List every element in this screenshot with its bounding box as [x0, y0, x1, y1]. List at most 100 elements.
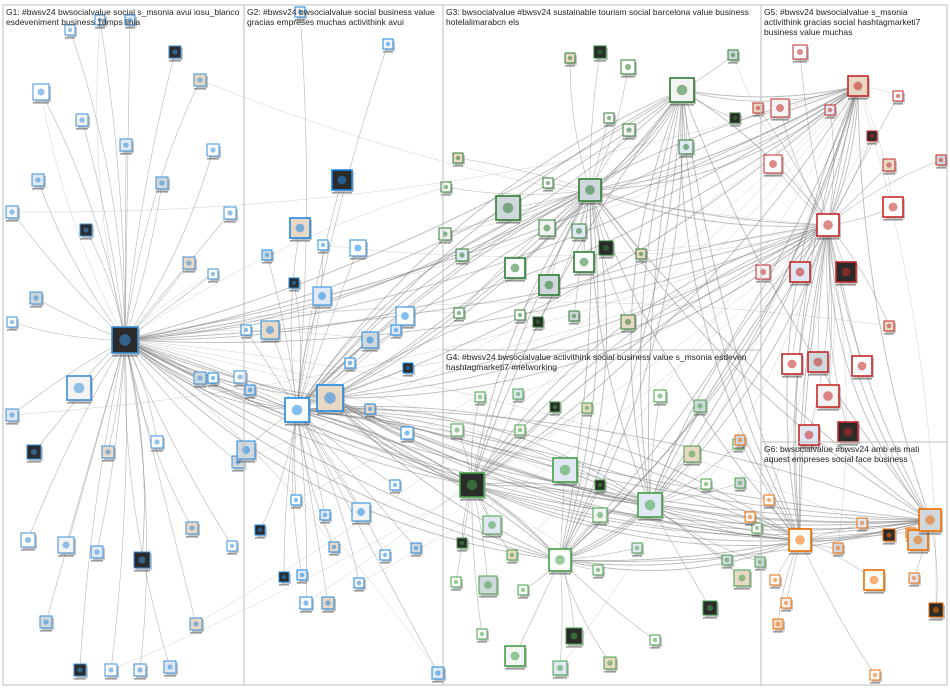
- graph-node: [362, 332, 380, 352]
- graph-node: [183, 257, 197, 273]
- graph-node: [439, 228, 453, 244]
- graph-node: [32, 174, 46, 190]
- group-label-g2: G2: #bwsv24 bwsocialvalue social busines…: [247, 7, 441, 27]
- graph-hub-node: [670, 78, 696, 106]
- graph-node: [496, 196, 522, 224]
- graph-node: [684, 446, 702, 466]
- graph-node: [505, 258, 527, 282]
- graph-hub-node: [317, 385, 345, 415]
- graph-node: [300, 597, 314, 613]
- graph-node: [553, 661, 569, 679]
- graph-hub-node: [848, 76, 870, 100]
- graph-node: [790, 262, 812, 286]
- graph-node: [134, 664, 148, 680]
- graph-node: [80, 224, 94, 240]
- graph-hub-node: [789, 529, 813, 555]
- graph-node: [593, 508, 609, 526]
- graph-node: [261, 321, 281, 343]
- graph-hub-node: [460, 473, 486, 501]
- graph-node: [566, 628, 584, 648]
- graph-node: [40, 616, 54, 632]
- graph-node: [151, 436, 165, 452]
- graph-hub-node: [285, 398, 311, 426]
- graph-node: [6, 409, 20, 425]
- graph-node: [102, 446, 116, 462]
- graph-node: [599, 241, 615, 259]
- graph-node: [679, 140, 695, 158]
- group-label-g6: G6: bwsocialvalue #bwsv24 amb els mati a…: [764, 444, 946, 464]
- graph-node: [290, 218, 312, 242]
- graph-node: [164, 661, 178, 677]
- graph-node: [313, 287, 333, 309]
- graph-node: [756, 265, 772, 283]
- graph-node: [817, 385, 841, 411]
- graph-node: [621, 60, 637, 78]
- graph-node: [883, 197, 905, 221]
- graph-node: [864, 570, 886, 594]
- graph-node: [808, 352, 830, 376]
- graph-node: [764, 155, 784, 177]
- graph-node: [6, 206, 20, 222]
- graph-node: [91, 546, 105, 562]
- graph-node: [574, 252, 596, 276]
- graph-node: [58, 537, 76, 557]
- graph-node: [33, 84, 51, 104]
- graph-node: [852, 356, 874, 380]
- graph-node: [401, 427, 415, 443]
- graph-node: [234, 371, 248, 387]
- graph-node: [703, 601, 719, 619]
- graph-node: [120, 139, 134, 155]
- graph-node: [352, 503, 372, 525]
- graph-node: [322, 597, 336, 613]
- graph-hub-node: [112, 327, 140, 357]
- graph-node: [207, 144, 221, 160]
- graph-node: [929, 603, 945, 621]
- graph-hub-node: [817, 214, 841, 240]
- graph-hub-node: [579, 179, 603, 205]
- graph-node: [156, 177, 170, 193]
- graph-node: [105, 664, 119, 680]
- graph-node: [456, 249, 470, 265]
- graph-hub-node: [638, 493, 664, 521]
- graph-node: [479, 576, 499, 598]
- graph-node: [190, 618, 204, 634]
- graph-node: [883, 529, 897, 545]
- graph-node: [771, 99, 791, 121]
- graph-node: [553, 458, 579, 486]
- graph-node: [883, 159, 897, 175]
- graph-node: [483, 516, 503, 538]
- graph-node: [237, 441, 257, 463]
- graph-hub-node: [919, 509, 943, 535]
- graph-node: [194, 372, 208, 388]
- graph-node: [505, 646, 527, 670]
- graph-node: [836, 262, 858, 286]
- graph-node: [654, 390, 668, 406]
- graph-node: [186, 522, 200, 538]
- graph-node: [539, 220, 557, 240]
- graph-node: [134, 552, 152, 572]
- graph-node: [67, 376, 93, 404]
- graph-node: [594, 46, 608, 62]
- group-label-g4: G4: #bwsv24 bwsocialvalue activithink so…: [446, 352, 758, 372]
- graph-node: [539, 275, 561, 299]
- graph-node: [734, 570, 752, 590]
- graph-node: [623, 124, 637, 140]
- graph-node: [30, 292, 44, 308]
- graph-node: [350, 240, 368, 260]
- graph-node: [194, 74, 208, 90]
- graph-node: [169, 46, 183, 62]
- graph-node: [27, 445, 43, 463]
- graph-node: [332, 170, 354, 194]
- graph-node: [224, 207, 238, 223]
- graph-node: [604, 657, 618, 673]
- graph-node: [621, 315, 637, 333]
- graph-node: [432, 667, 446, 683]
- graph-node: [74, 664, 88, 680]
- graph-node: [782, 354, 804, 378]
- graph-node: [572, 224, 588, 242]
- graph-hub-node: [549, 549, 573, 575]
- group-label-g5: G5: #bwsv24 bwsocialvalue s_msonia activ…: [764, 7, 946, 37]
- graph-node: [76, 114, 90, 130]
- graph-node: [451, 424, 465, 440]
